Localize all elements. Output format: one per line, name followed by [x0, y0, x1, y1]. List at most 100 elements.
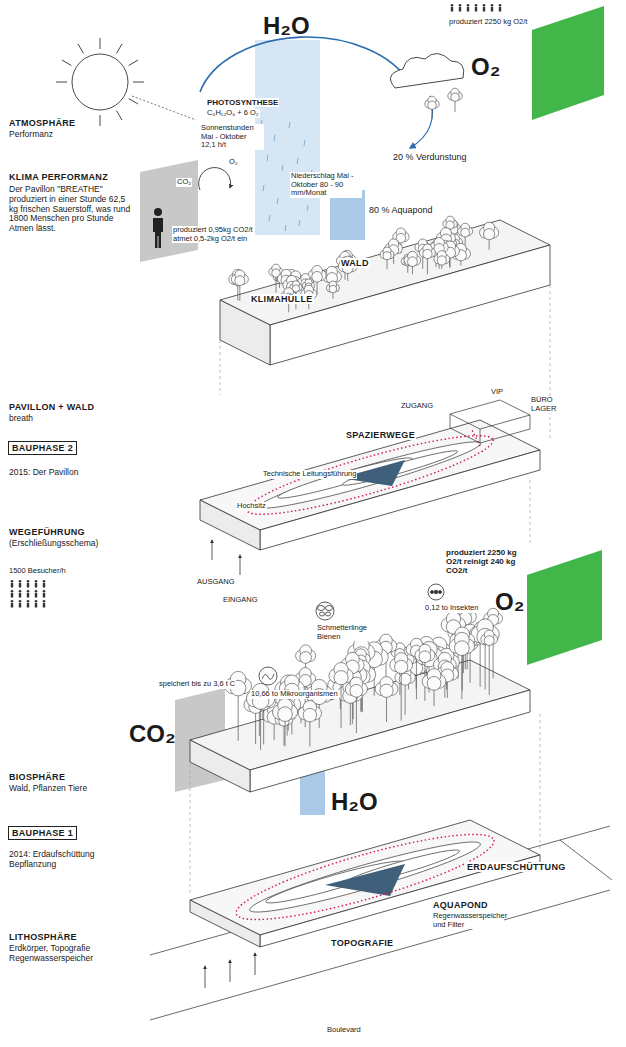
- illustration-part: [100, 38, 101, 49]
- tree-symbol: [375, 677, 398, 722]
- note-label: CO₂: [176, 178, 192, 187]
- illustration-part: [450, 428, 530, 443]
- illustration-part: [133, 82, 144, 83]
- illustration-part: [300, 652, 312, 664]
- illustration-part: [11, 600, 14, 608]
- aquapond-shape: [325, 864, 405, 896]
- illustration-part: [153, 218, 163, 248]
- illustration-part: [270, 245, 550, 365]
- illustration-part: [27, 590, 30, 593]
- forest-trees: [229, 216, 499, 312]
- person-symbol: [153, 208, 163, 248]
- illustration-part: [320, 612, 325, 616]
- element-symbol: H₂O: [330, 790, 379, 814]
- illustration-part: [264, 855, 406, 908]
- illustration-part: [19, 580, 22, 588]
- illustration-part: [467, 7, 469, 12]
- tree-symbol: [425, 96, 439, 118]
- note-label: EINGANG: [222, 596, 259, 605]
- tree-symbol: [481, 630, 498, 695]
- illustration-part: [19, 603, 21, 608]
- illustration-part: [190, 740, 250, 792]
- illustration-part: [35, 590, 38, 598]
- note-label: BÜRO LAGER: [530, 396, 562, 413]
- illustration-part: [419, 651, 431, 663]
- illustration-part: [326, 612, 331, 616]
- illustration-part: [299, 220, 300, 226]
- note-heading: PHOTOSYNTHESE: [206, 98, 279, 107]
- phase-label: BAUPHASE 2: [12, 443, 73, 453]
- illustration-part: [117, 44, 123, 54]
- illustration-part: [154, 208, 162, 216]
- note-label: Sonnenstunden Mai - Oktober 12,1 h/t: [200, 124, 264, 150]
- note-label: 80 % Aquapond: [368, 205, 434, 215]
- illustration-part: [431, 591, 434, 594]
- illustration-part: [341, 447, 459, 490]
- illustration-part: [43, 580, 46, 583]
- illustration-part: [483, 7, 485, 12]
- illustration-part: [27, 603, 29, 608]
- entry-arrows: [212, 540, 240, 575]
- illustration-part: [318, 606, 325, 611]
- illustration-part: [450, 414, 451, 428]
- illustration-part: [274, 135, 275, 141]
- body-label: Der Pavillon "BREATHE" produziert in ein…: [8, 185, 135, 234]
- illustration-part: [491, 7, 493, 12]
- tree-symbol: [229, 269, 247, 300]
- note-label: Regenwasserspeicher und Filter: [432, 912, 504, 929]
- illustration-part: [289, 122, 290, 128]
- note-label: Hochsitz: [236, 502, 267, 511]
- cloud-symbol: [391, 53, 464, 88]
- illustration-part: [43, 600, 46, 603]
- illustration-part: [467, 4, 470, 12]
- illustration-part: [304, 140, 305, 146]
- illustration-part: [43, 593, 45, 598]
- illustration-part: [303, 708, 317, 722]
- note-label: VIP: [490, 388, 504, 397]
- forest-trees: [225, 605, 503, 750]
- body-label: (Erschließungsschema): [8, 539, 99, 549]
- illustration-part: [530, 480, 531, 545]
- tree-symbol: [434, 251, 450, 269]
- tree-symbol: [345, 677, 367, 733]
- illustration-part: [461, 228, 470, 237]
- illustration-part: [11, 583, 13, 588]
- illustration-part: [11, 593, 13, 598]
- note-label: Technische Leitungsführung: [262, 470, 357, 479]
- sunlight-line: [132, 96, 196, 120]
- illustration-part: [451, 7, 453, 12]
- tree-symbol: [422, 669, 446, 707]
- illustration-part: [27, 593, 29, 598]
- illustration-part: [35, 580, 38, 583]
- body-label: 2015: Der Pavillon: [8, 468, 79, 478]
- illustration-part: [250, 690, 530, 792]
- illustration-part: [459, 4, 462, 7]
- note-label: 20 % Verdunstung: [392, 152, 468, 162]
- illustration-part: [489, 639, 490, 695]
- illustration-part: [484, 229, 495, 240]
- pavilion-topography: [257, 434, 484, 517]
- illustration-part: [499, 7, 501, 12]
- insect-icon: [428, 584, 444, 600]
- illustration-part: [428, 584, 444, 600]
- illustration-part: [297, 158, 298, 164]
- cycle-arrow: [199, 168, 231, 190]
- note-label: Boulevard: [326, 1026, 362, 1035]
- illustration-part: [35, 603, 37, 608]
- tree-symbol: [231, 270, 248, 301]
- tree-symbol: [404, 251, 421, 274]
- illustration-part: [27, 590, 30, 598]
- tree-symbol: [326, 281, 339, 299]
- illustration-part: [395, 660, 408, 673]
- illustration-part: [35, 590, 38, 593]
- illustration-part: [475, 4, 478, 12]
- heading-label: KLIMAHÜLLE: [250, 294, 314, 304]
- illustration-part: [475, 7, 477, 12]
- body-label: Performanz: [8, 130, 54, 140]
- illustration-part: [11, 590, 14, 598]
- illustration-part: [262, 674, 274, 679]
- microorganism-icon: [259, 667, 277, 685]
- phase-label: BAUPHASE 1: [12, 828, 73, 838]
- co2-field: [140, 160, 198, 262]
- note-label: produziert 2250 kg O2/t: [448, 18, 528, 27]
